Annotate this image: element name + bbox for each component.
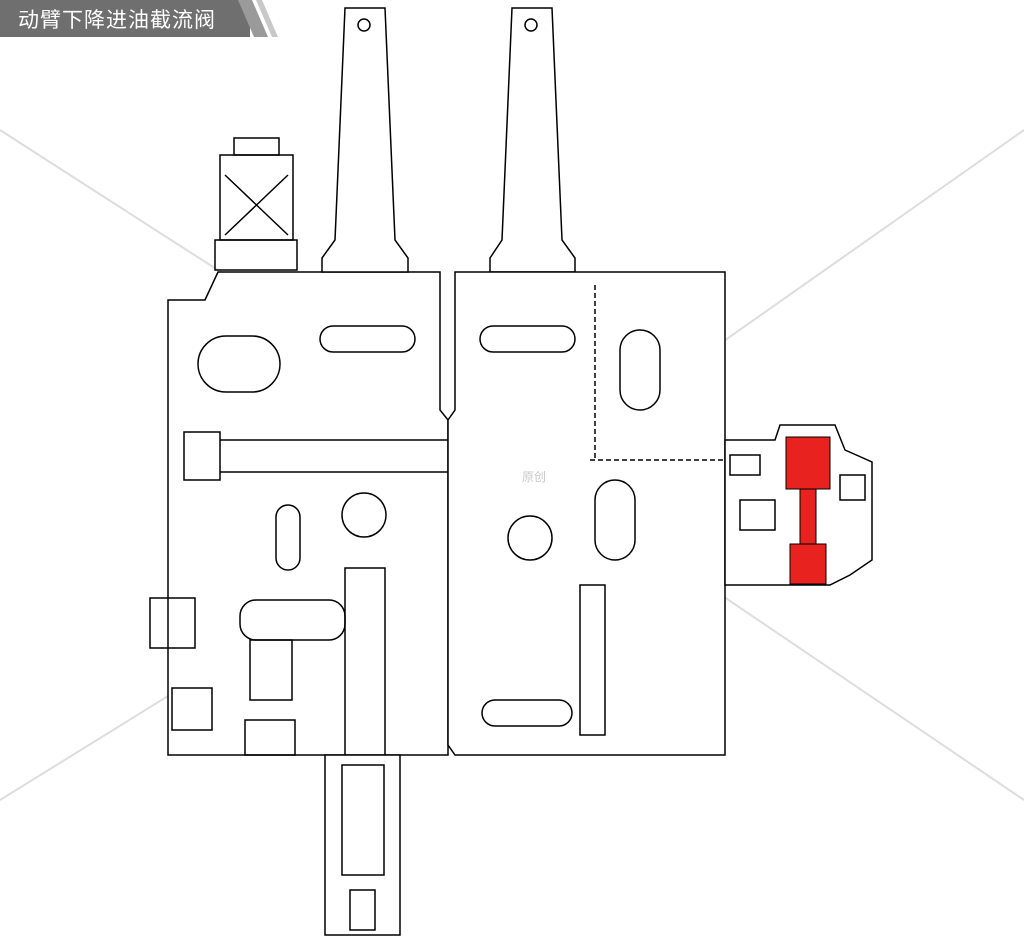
diagram-title: 动臂下降进油截流阀 [18, 8, 216, 32]
title-bar: 动臂下降进油截流阀 [0, 0, 250, 37]
right-valve-block [447, 271, 726, 756]
bottom-spool-housing [324, 754, 401, 936]
title-slash-decor [238, 0, 278, 37]
right-side-cover [724, 424, 873, 586]
right-lever [489, 7, 576, 273]
top-plug [214, 137, 298, 271]
watermark: 原创 [522, 470, 547, 484]
left-lever [321, 7, 409, 273]
throttle-valve-highlight [785, 436, 831, 585]
